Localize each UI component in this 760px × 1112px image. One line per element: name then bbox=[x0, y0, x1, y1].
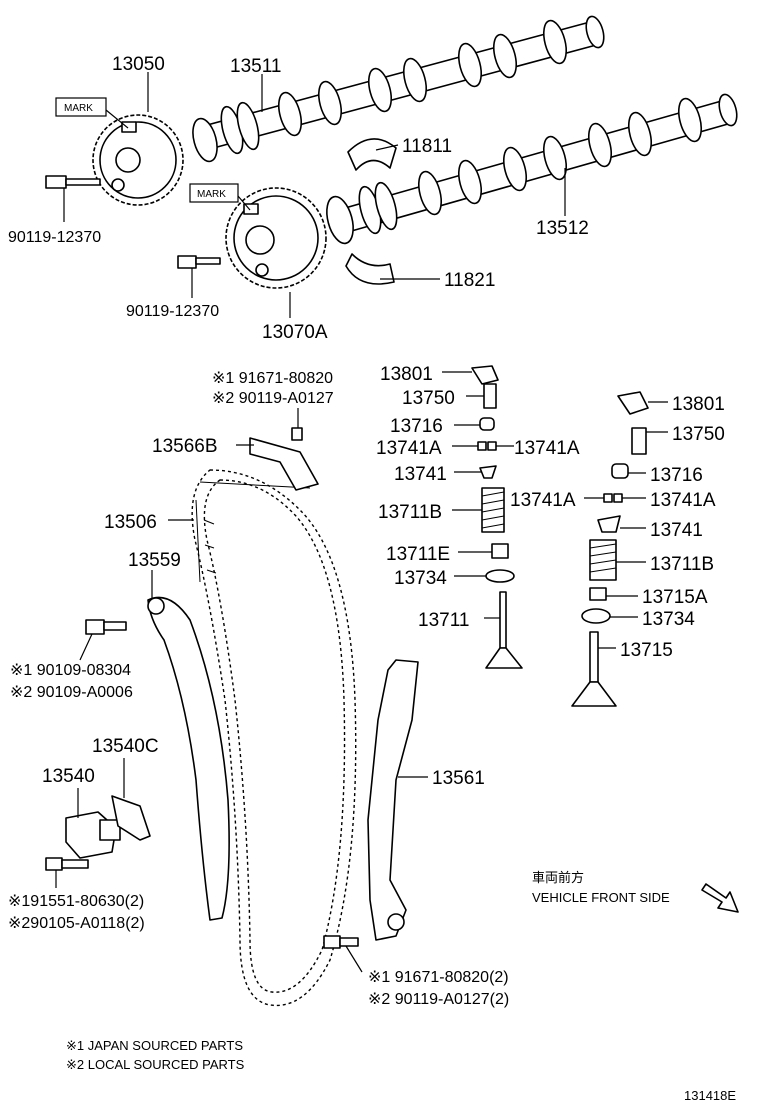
camshaft-13511[interactable] bbox=[189, 14, 607, 164]
label-13716-left: 13716 bbox=[390, 416, 443, 437]
label-13050: 13050 bbox=[112, 54, 165, 75]
sprocket-13070a[interactable] bbox=[225, 187, 327, 289]
label-13716-right: 13716 bbox=[650, 465, 703, 486]
chain-guide-13566b[interactable] bbox=[249, 437, 319, 491]
label-13070a: 13070A bbox=[262, 322, 328, 343]
legend-japan-sourced: ※1 JAPAN SOURCED PARTS bbox=[66, 1038, 243, 1053]
label-slipper-bolt-1: ※1 90109-08304 bbox=[10, 662, 131, 679]
label-bolt-b: 90119-12370 bbox=[126, 303, 219, 320]
chain-slipper-13559[interactable] bbox=[147, 596, 230, 921]
camshaft-13512[interactable] bbox=[322, 92, 740, 246]
label-slipper-bolt-2: ※2 90109-A0006 bbox=[10, 684, 133, 701]
legend-local-sourced: ※2 LOCAL SOURCED PARTS bbox=[66, 1057, 245, 1072]
label-tensioner-bolt-2: ※290105-A0118(2) bbox=[8, 915, 145, 932]
bolt-guide[interactable] bbox=[291, 427, 303, 441]
bearing-11821[interactable] bbox=[345, 253, 395, 285]
bolt-tensioner[interactable] bbox=[45, 857, 89, 871]
leader-lines bbox=[55, 72, 668, 973]
mark-box-1 bbox=[55, 97, 129, 129]
label-13734-right: 13734 bbox=[642, 609, 695, 630]
rocker-arm-13801-left[interactable] bbox=[471, 365, 499, 385]
bolt-slipper[interactable] bbox=[85, 619, 127, 635]
label-damper-bolt-2: ※2 90119-A0127(2) bbox=[368, 991, 509, 1008]
label-13711: 13711 bbox=[418, 610, 469, 631]
label-mark-2: MARK bbox=[197, 189, 226, 200]
label-13741-left: 13741 bbox=[394, 464, 447, 485]
timing-chain-13506[interactable] bbox=[191, 469, 357, 1007]
label-guide-bolt-2: ※2 90119-A0127 bbox=[212, 390, 334, 407]
lash-adjuster-13750-right[interactable] bbox=[631, 427, 647, 455]
label-13711b-right: 13711B bbox=[650, 554, 714, 575]
label-13741a-right-b: 13741A bbox=[650, 490, 716, 511]
label-13741a-left-b: 13741A bbox=[514, 438, 580, 459]
bolt-damper[interactable] bbox=[323, 935, 359, 949]
label-13741a-left-a: 13741A bbox=[376, 438, 442, 459]
retainer-13741-left[interactable] bbox=[479, 465, 497, 479]
lash-adjuster-13750-left[interactable] bbox=[483, 383, 497, 409]
washer-13734-right[interactable] bbox=[581, 608, 611, 624]
bolt-sprocket-2[interactable] bbox=[177, 255, 221, 269]
label-13801-left: 13801 bbox=[380, 364, 433, 385]
keepers-13741a-left[interactable] bbox=[477, 441, 497, 451]
label-11821: 11821 bbox=[444, 270, 495, 291]
label-13750-right: 13750 bbox=[672, 424, 725, 445]
direction-japanese: 車両前方 bbox=[532, 870, 584, 885]
label-tensioner-bolt-1: ※191551-80630(2) bbox=[8, 893, 144, 910]
label-13506: 13506 bbox=[104, 512, 157, 533]
label-13741a-right-a: 13741A bbox=[510, 490, 576, 511]
label-13512: 13512 bbox=[536, 218, 589, 239]
label-13540c: 13540C bbox=[92, 736, 159, 757]
washer-13734-left[interactable] bbox=[485, 569, 515, 583]
valve-13711[interactable] bbox=[485, 591, 523, 669]
label-guide-bolt-1: ※1 91671-80820 bbox=[212, 370, 333, 387]
vehicle-front-arrow-icon bbox=[701, 883, 739, 913]
spring-13711b-left[interactable] bbox=[481, 487, 505, 533]
label-13561: 13561 bbox=[432, 768, 485, 789]
label-13741-right: 13741 bbox=[650, 520, 703, 541]
mark-box-2 bbox=[189, 183, 251, 211]
spring-13711b-right[interactable] bbox=[589, 539, 617, 581]
bearing-11811[interactable] bbox=[347, 138, 397, 171]
label-mark-1: MARK bbox=[64, 103, 93, 114]
tensioner-13540[interactable] bbox=[65, 811, 121, 859]
label-13734-left: 13734 bbox=[394, 568, 447, 589]
bolt-sprocket-1[interactable] bbox=[45, 175, 101, 189]
seat-13716-left[interactable] bbox=[479, 417, 495, 431]
label-damper-bolt-1: ※1 91671-80820(2) bbox=[368, 969, 509, 986]
sprocket-13050[interactable] bbox=[92, 114, 184, 206]
seat-13715a[interactable] bbox=[589, 587, 607, 601]
label-11811: 11811 bbox=[402, 136, 452, 157]
label-13559: 13559 bbox=[128, 550, 181, 571]
valve-13715[interactable] bbox=[571, 631, 617, 707]
seal-13711e-left[interactable] bbox=[491, 543, 509, 559]
label-13566b: 13566B bbox=[152, 436, 218, 457]
rocker-arm-13801-right[interactable] bbox=[617, 391, 649, 415]
label-13801-right: 13801 bbox=[672, 394, 725, 415]
label-13711e: 13711E bbox=[386, 544, 450, 565]
gasket-13540c[interactable] bbox=[111, 795, 151, 841]
chain-damper-13561[interactable] bbox=[367, 659, 419, 941]
keepers-13741a-right[interactable] bbox=[603, 493, 623, 503]
label-bolt-a: 90119-12370 bbox=[8, 229, 101, 246]
label-13511: 13511 bbox=[230, 56, 281, 77]
label-13750-left: 13750 bbox=[402, 388, 455, 409]
diagram-id: 131418E bbox=[684, 1088, 736, 1103]
seat-13716-right[interactable] bbox=[611, 463, 629, 479]
label-13715a: 13715A bbox=[642, 587, 708, 608]
retainer-13741-right[interactable] bbox=[597, 515, 621, 533]
label-13711b-left: 13711B bbox=[378, 502, 442, 523]
label-13540: 13540 bbox=[42, 766, 95, 787]
label-13715: 13715 bbox=[620, 640, 673, 661]
direction-english: VEHICLE FRONT SIDE bbox=[532, 890, 670, 905]
